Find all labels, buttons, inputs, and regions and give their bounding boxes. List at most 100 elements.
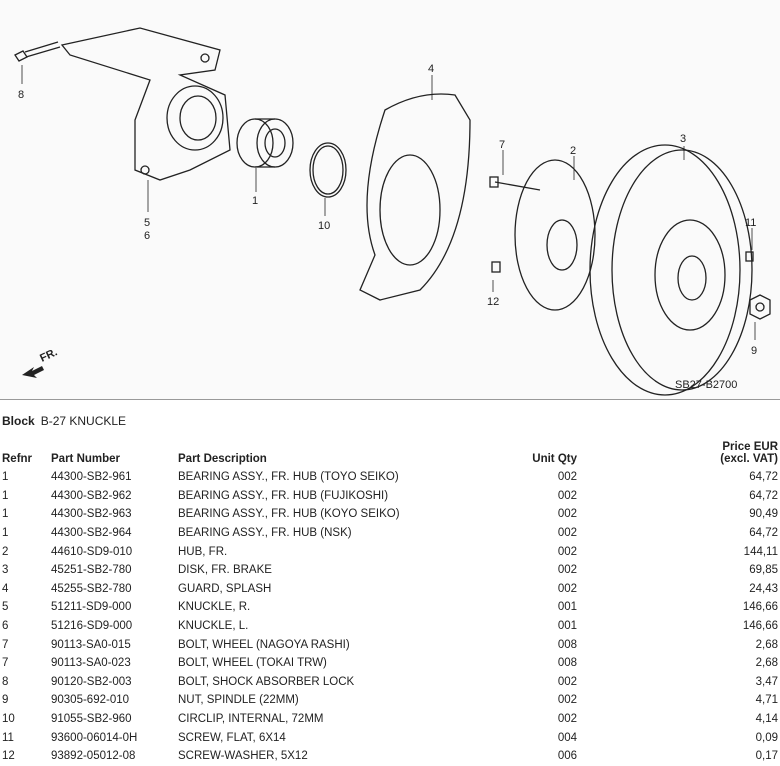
header-description: Part Description xyxy=(178,453,267,465)
table-row[interactable]: 1 44300-SB2-961 BEARING ASSY., FR. HUB (TO… xyxy=(0,468,780,487)
header-price-line1: Price EUR xyxy=(722,441,778,453)
part-number-cell: 93892-05012-08 xyxy=(51,750,136,763)
price-cell: 2,68 xyxy=(755,657,778,670)
part-3-brake-disc[interactable] xyxy=(589,144,753,396)
header-price: Price EUR(excl. VAT) xyxy=(579,433,780,468)
qty-cell: 002 xyxy=(557,582,577,595)
qty-cell: 002 xyxy=(557,489,577,502)
callout-4: 4 xyxy=(428,63,434,75)
part-number-cell: 51211-SD9-000 xyxy=(51,601,132,614)
refnr-cell: 10 xyxy=(2,713,15,726)
description-cell: BEARING ASSY., FR. HUB (KOYO SEIKO) xyxy=(178,508,400,521)
table-row[interactable]: 1 44300-SB2-963 BEARING ASSY., FR. HUB (KO… xyxy=(0,505,780,524)
part-2-hub[interactable] xyxy=(489,159,596,311)
callout-12: 12 xyxy=(487,296,499,308)
description-cell: BEARING ASSY., FR. HUB (TOYO SEIKO) xyxy=(178,471,399,484)
price-cell: 64,72 xyxy=(749,489,778,502)
price-cell: 0,17 xyxy=(755,750,778,763)
callout-1: 1 xyxy=(252,195,258,207)
callout-3: 3 xyxy=(680,133,686,145)
qty-cell: 002 xyxy=(557,508,577,521)
header-refnr: Refnr xyxy=(2,453,33,465)
part-10-circlip[interactable] xyxy=(309,142,347,198)
qty-cell: 001 xyxy=(557,601,577,614)
header-price-line2: (excl. VAT) xyxy=(720,453,778,465)
direction-label: FR. xyxy=(38,346,59,364)
qty-cell: 008 xyxy=(557,657,577,670)
refnr-cell: 6 xyxy=(2,620,9,633)
block-title: Block B-27 KNUCKLE xyxy=(2,414,126,428)
refnr-cell: 1 xyxy=(2,489,9,502)
part-number-cell: 45255-SB2-780 xyxy=(51,582,132,595)
callout-6: 6 xyxy=(144,230,150,242)
part-11-screw[interactable] xyxy=(745,251,754,262)
part-number-cell: 44300-SB2-962 xyxy=(51,489,132,502)
description-cell: BOLT, WHEEL (TOKAI TRW) xyxy=(178,657,327,670)
price-cell: 64,72 xyxy=(749,527,778,540)
qty-cell: 006 xyxy=(557,750,577,763)
description-cell: BEARING ASSY., FR. HUB (NSK) xyxy=(178,527,352,540)
description-cell: KNUCKLE, R. xyxy=(178,601,251,614)
price-cell: 3,47 xyxy=(755,675,778,688)
description-cell: BOLT, SHOCK ABSORBER LOCK xyxy=(178,675,355,688)
description-cell: GUARD, SPLASH xyxy=(178,582,272,595)
refnr-cell: 1 xyxy=(2,471,9,484)
part-8-bolt[interactable] xyxy=(14,41,61,62)
refnr-cell: 2 xyxy=(2,545,9,558)
part-number-cell: 91055-SB2-960 xyxy=(51,713,132,726)
callout-11: 11 xyxy=(745,217,756,229)
block-value: B-27 KNUCKLE xyxy=(40,414,127,428)
refnr-cell: 7 xyxy=(2,638,9,651)
description-cell: DISK, FR. BRAKE xyxy=(178,564,272,577)
part-5-6-knuckle[interactable] xyxy=(60,27,231,181)
table-row[interactable]: 5 51211-SD9-000 KNUCKLE, R. 001 146,66 xyxy=(0,598,780,617)
refnr-cell: 7 xyxy=(2,657,9,670)
part-9-nut[interactable] xyxy=(749,294,771,320)
block-label: Block xyxy=(2,414,35,428)
description-cell: BOLT, WHEEL (NAGOYA RASHI) xyxy=(178,638,350,651)
refnr-cell: 1 xyxy=(2,508,9,521)
qty-cell: 002 xyxy=(557,545,577,558)
price-cell: 4,14 xyxy=(755,713,778,726)
table-row[interactable]: 7 90113-SA0-023 BOLT, WHEEL (TOKAI TRW) 008… xyxy=(0,654,780,673)
part-1-bearing[interactable] xyxy=(236,118,294,168)
description-cell: KNUCKLE, L. xyxy=(178,620,249,633)
callout-9: 9 xyxy=(751,345,757,357)
refnr-cell: 11 xyxy=(2,731,14,744)
qty-cell: 002 xyxy=(557,713,577,726)
refnr-cell: 12 xyxy=(2,750,15,763)
part-number-cell: 90305-692-010 xyxy=(51,694,130,707)
price-cell: 4,71 xyxy=(755,694,778,707)
part-4-splash-guard[interactable] xyxy=(359,93,471,301)
refnr-cell: 9 xyxy=(2,694,9,707)
part-number-cell: 51216-SD9-000 xyxy=(51,620,133,633)
refnr-cell: 5 xyxy=(2,601,9,614)
description-cell: BEARING ASSY., FR. HUB (FUJIKOSHI) xyxy=(178,489,389,502)
part-number-cell: 44300-SB2-963 xyxy=(51,508,132,521)
part-number-cell: 44300-SB2-964 xyxy=(51,527,132,540)
qty-cell: 002 xyxy=(557,471,577,484)
part-number-cell: 90120-SB2-003 xyxy=(51,675,132,688)
part-number-cell: 44300-SB2-961 xyxy=(51,471,132,484)
qty-cell: 001 xyxy=(557,620,577,633)
table-row[interactable]: 1 44300-SB2-962 BEARING ASSY., FR. HUB (FU… xyxy=(0,487,780,506)
part-number-cell: 90113-SA0-023 xyxy=(51,657,131,670)
price-cell: 64,72 xyxy=(749,471,778,484)
front-arrow-icon xyxy=(22,366,44,378)
price-cell: 146,66 xyxy=(742,601,778,614)
price-cell: 24,43 xyxy=(749,582,778,595)
qty-cell: 002 xyxy=(557,564,577,577)
callout-8: 8 xyxy=(18,89,24,101)
price-cell: 0,09 xyxy=(755,731,778,744)
